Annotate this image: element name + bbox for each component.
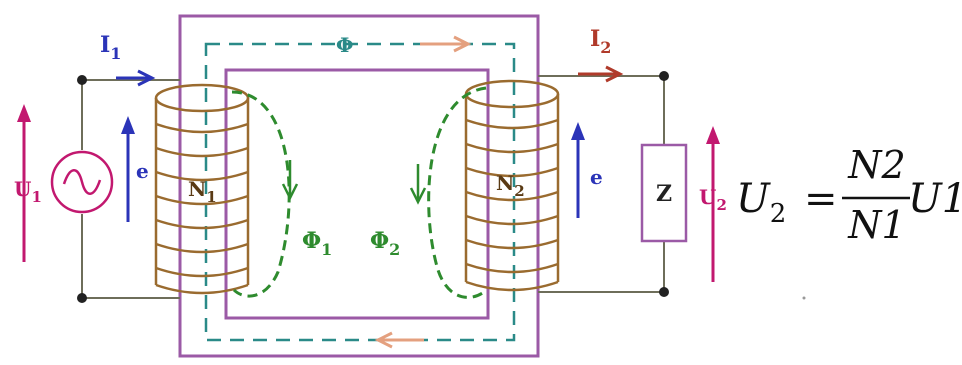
flux-arrow-bottom	[374, 331, 424, 349]
voltage-ratio-formula: U2 = N2 N1 U1	[736, 143, 962, 247]
phi-core-label: Φ	[336, 33, 353, 57]
formula-numerator: N2	[847, 143, 905, 187]
i2-label: I2	[590, 26, 611, 57]
u1-label: U1	[14, 177, 42, 206]
e-right-arrow	[571, 122, 585, 218]
formula-rhs: U1	[908, 176, 962, 222]
secondary-circuit-wires	[538, 71, 669, 297]
formula-lhs: U2	[736, 176, 786, 229]
e-left-label: e	[136, 159, 149, 183]
e-right-label: e	[590, 165, 603, 189]
primary-circuit-wires	[77, 75, 180, 303]
leakage-flux-phi1	[231, 90, 299, 298]
i2-current-arrow	[578, 65, 624, 83]
load-label: Z	[656, 181, 672, 207]
n1-label: N1	[188, 177, 217, 206]
transformer-core	[178, 14, 540, 358]
u2-label: U2	[699, 185, 727, 214]
u1-voltage-arrow	[17, 104, 31, 262]
stray-dot	[802, 296, 806, 300]
load-impedance	[640, 143, 688, 243]
ac-source	[50, 150, 114, 214]
phi1-label: Φ1	[302, 228, 332, 259]
u2-voltage-arrow	[706, 126, 720, 282]
formula-equals: =	[804, 176, 838, 222]
leakage-flux-phi2	[409, 86, 487, 299]
n2-label: N2	[496, 171, 525, 200]
e-left-arrow	[121, 116, 135, 222]
main-flux-path	[204, 42, 516, 342]
primary-coil	[154, 83, 250, 295]
formula-denominator: N1	[847, 203, 905, 247]
phi2-label: Φ2	[370, 228, 400, 259]
flux-arrow-top	[420, 35, 472, 53]
i1-label: I1	[100, 32, 121, 63]
i1-current-arrow	[116, 69, 156, 87]
